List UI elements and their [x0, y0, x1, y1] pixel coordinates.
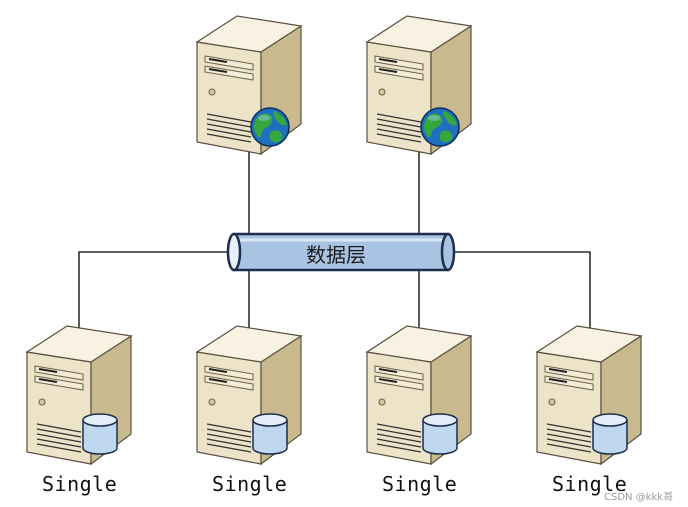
database-cylinder-icon — [252, 413, 288, 455]
database-cylinder-icon — [592, 413, 628, 455]
database-cylinder-icon — [422, 413, 458, 455]
data-bus-label: 数据层 — [306, 243, 366, 267]
globe-icon — [250, 107, 290, 147]
globe-icon — [420, 107, 460, 147]
db-server-label: Single — [382, 472, 458, 496]
database-cylinder-icon — [82, 413, 118, 455]
data-bus — [226, 232, 456, 272]
db-server-label: Single — [42, 472, 118, 496]
watermark: CSDN @kkk哥 — [604, 492, 674, 503]
db-server-label: Single — [212, 472, 288, 496]
db-server-label: Single — [552, 472, 628, 496]
